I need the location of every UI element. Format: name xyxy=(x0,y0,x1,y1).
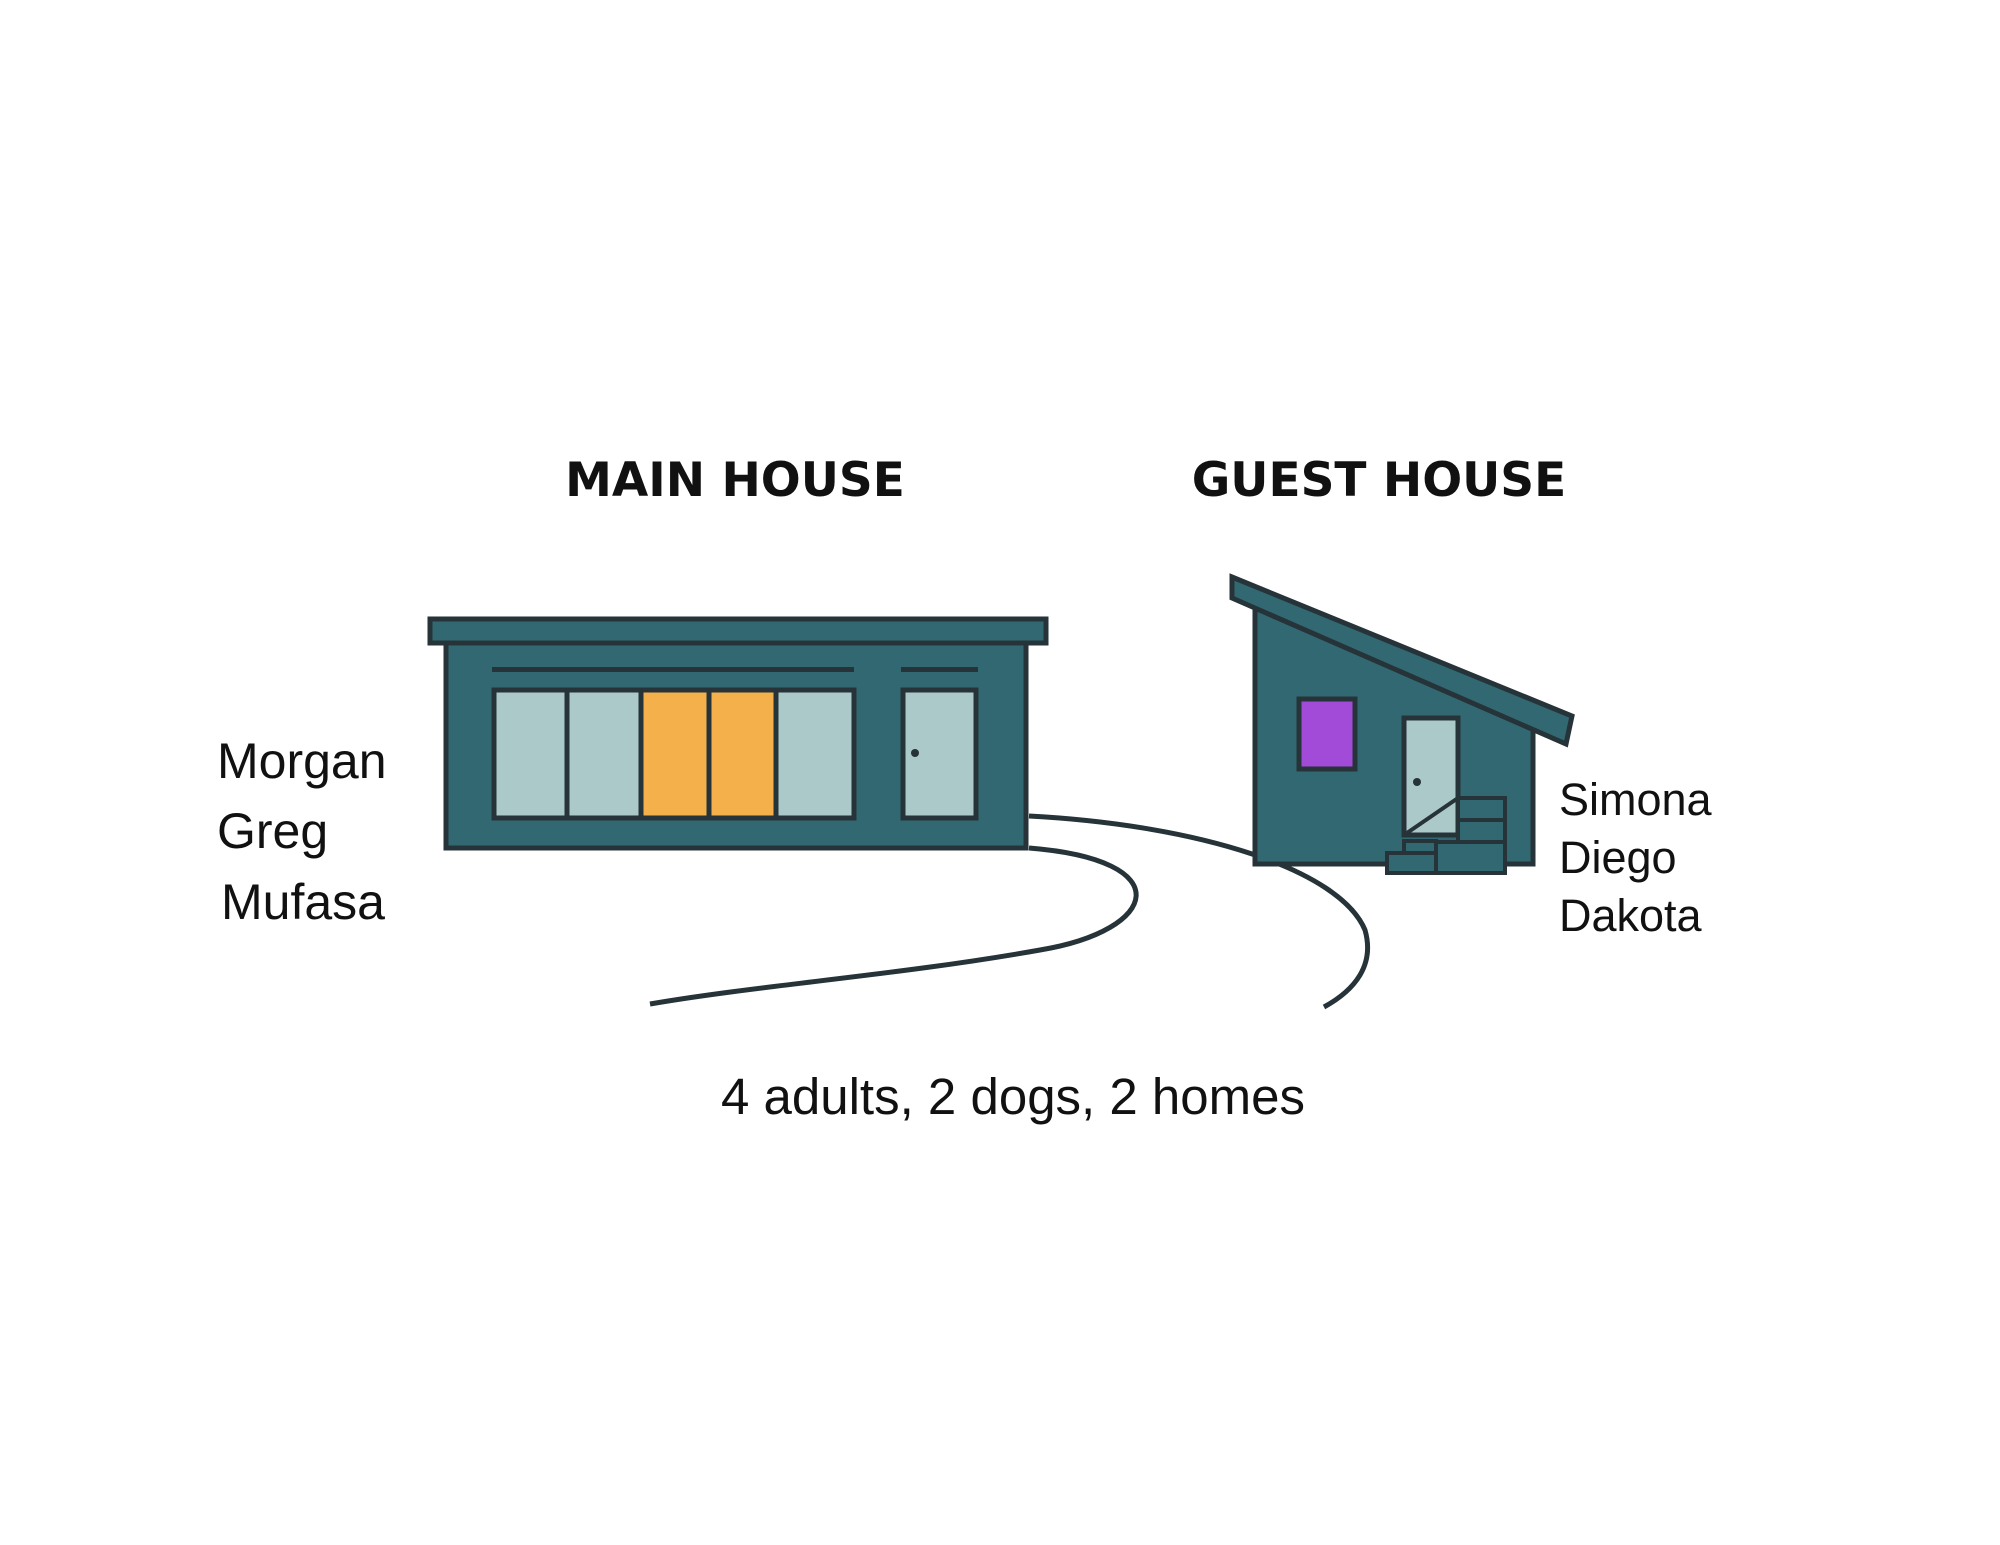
path-left xyxy=(649,845,1139,1007)
transom-line xyxy=(492,667,854,672)
path-right xyxy=(1028,813,1371,1010)
window-pane-lit xyxy=(706,687,779,821)
window-pane xyxy=(773,687,857,821)
guest-resident: Diego xyxy=(1559,832,1677,883)
main-resident: Mufasa xyxy=(221,874,385,930)
steps xyxy=(1385,796,1507,875)
door-knob xyxy=(911,749,919,757)
guest-house xyxy=(1229,573,1575,875)
door-knob xyxy=(1413,778,1421,786)
guest-resident: Dakota xyxy=(1559,890,1703,941)
main-house-roof xyxy=(427,616,1049,646)
purple-window xyxy=(1296,696,1358,772)
window-pane xyxy=(564,687,644,821)
main-resident: Greg xyxy=(217,803,328,859)
main-house xyxy=(427,616,1049,851)
transom-line xyxy=(901,667,978,672)
window-pane-lit xyxy=(638,687,712,821)
guest-house-title: GUEST HOUSE xyxy=(1192,453,1567,508)
main-house-title: MAIN HOUSE xyxy=(565,453,905,508)
guest-house-roof xyxy=(1229,573,1575,748)
door-open-line xyxy=(1402,796,1460,837)
window-pane xyxy=(491,687,570,821)
caption: 4 adults, 2 dogs, 2 homes xyxy=(721,1068,1305,1125)
main-resident: Morgan xyxy=(217,733,387,789)
guest-resident: Simona xyxy=(1559,774,1713,825)
